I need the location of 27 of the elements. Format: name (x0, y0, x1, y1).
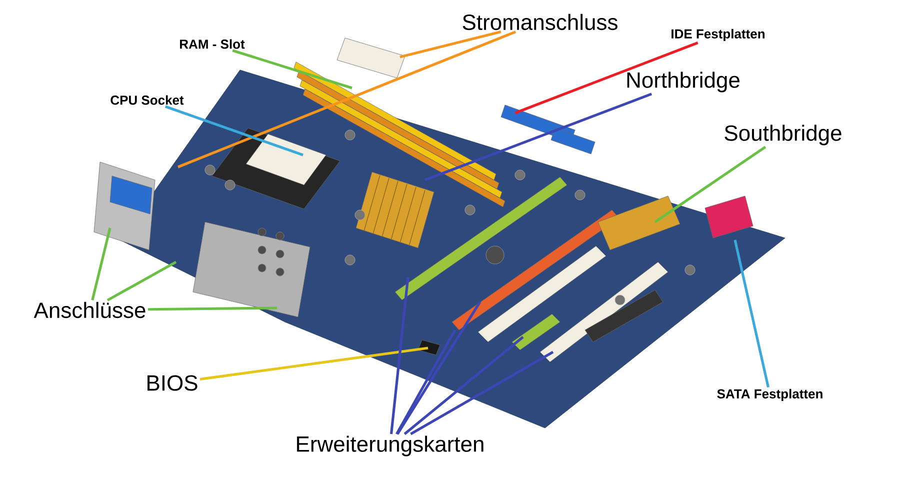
callout-text: Northbridge (627, 72, 740, 92)
leader-line (390, 276, 410, 434)
callout-text: Anschlüsse (34, 302, 146, 318)
callout-text: RAM - Slot (180, 39, 245, 49)
callout-text: Erweiterungskarten (297, 436, 484, 456)
leader-line (734, 240, 770, 388)
leader-line (404, 336, 524, 436)
callout-text: Southbridge (724, 124, 842, 146)
leader-line (424, 92, 652, 182)
leader-line (654, 146, 766, 224)
callout-text: CPU Socket (110, 95, 184, 105)
leader-line (91, 228, 112, 301)
callout-text: BIOS (148, 375, 198, 391)
leader-line (410, 350, 554, 436)
leader-line (178, 30, 516, 168)
leader-line (232, 49, 352, 90)
callout-text: Stromanschluss (462, 14, 618, 30)
leader-line (514, 42, 698, 114)
leader-line (396, 329, 456, 435)
leader-line (164, 105, 304, 156)
callout-text: IDE Festplatten (672, 28, 764, 42)
leader-line (148, 306, 278, 311)
leader-line (400, 30, 502, 58)
leader-line (106, 260, 177, 302)
callout-text: SATA Festplatten (717, 388, 822, 402)
leader-line (200, 346, 428, 380)
leader-line (396, 301, 482, 435)
